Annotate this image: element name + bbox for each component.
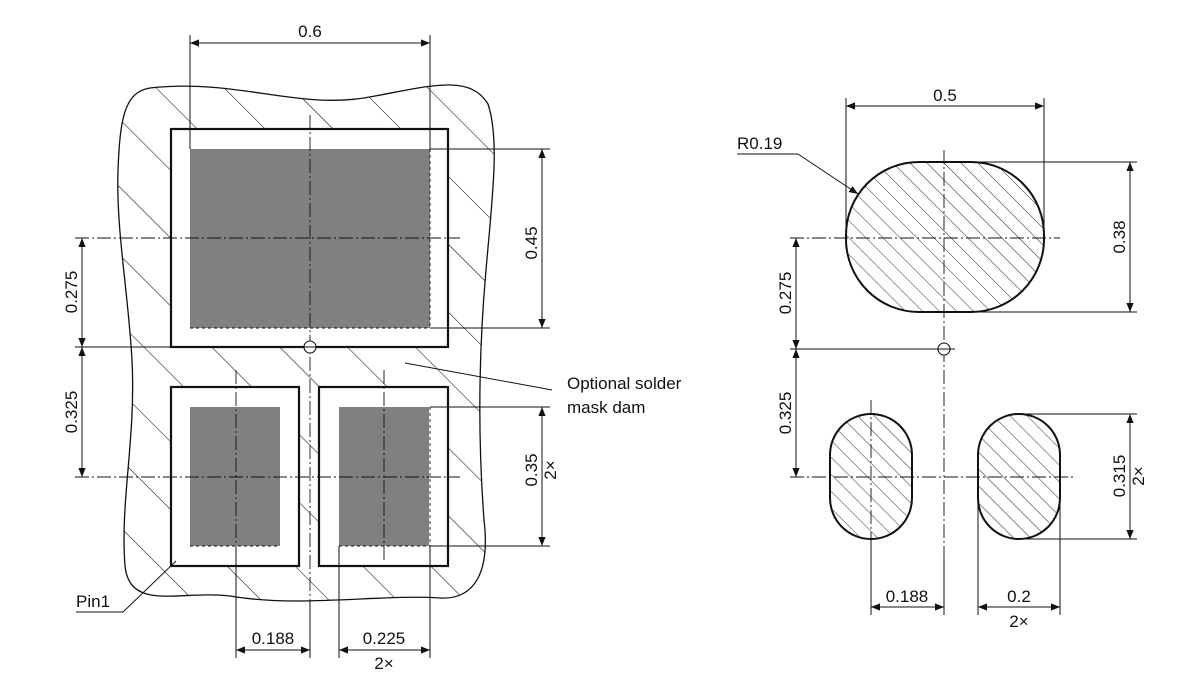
pad-large-rounded — [845, 161, 1045, 313]
dim-0-325-right: 0.325 — [776, 392, 795, 435]
dim-0-315-mult: 2× — [1129, 466, 1148, 485]
dim-0-188-left: 0.188 — [252, 629, 295, 648]
dim-0-188-right: 0.188 — [886, 587, 929, 606]
dim-0-275-left: 0.275 — [62, 271, 81, 314]
dim-r0-19: R0.19 — [737, 134, 782, 153]
dim-0-275-right: 0.275 — [776, 272, 795, 315]
dim-0-38: 0.38 — [1110, 220, 1129, 253]
dim-0-315: 0.315 — [1110, 455, 1129, 498]
label-pin1: Pin1 — [76, 592, 110, 611]
dim-0-35: 0.35 — [522, 453, 541, 486]
dim-0-6: 0.6 — [298, 22, 322, 41]
right-view: 0.5 R0.19 0.38 0.275 0.325 0.315 2× 0.18… — [737, 86, 1148, 631]
left-view: 0.6 0.45 0.275 0.325 0.35 2× 0.188 0.225… — [62, 22, 682, 673]
dim-0-35-mult: 2× — [541, 460, 560, 479]
label-mask-dam-2: mask dam — [567, 398, 645, 417]
pad-small-left — [190, 407, 280, 546]
dim-0-225: 0.225 — [363, 629, 406, 648]
dim-0-225-mult: 2× — [374, 654, 393, 673]
dim-0-5: 0.5 — [933, 86, 957, 105]
dim-0-2: 0.2 — [1007, 587, 1031, 606]
label-mask-dam-1: Optional solder — [567, 374, 682, 393]
dim-0-325-left: 0.325 — [62, 391, 81, 434]
dim-0-45: 0.45 — [522, 226, 541, 259]
pad-small-rounded-right — [977, 413, 1061, 540]
dim-0-2-mult: 2× — [1009, 612, 1028, 631]
